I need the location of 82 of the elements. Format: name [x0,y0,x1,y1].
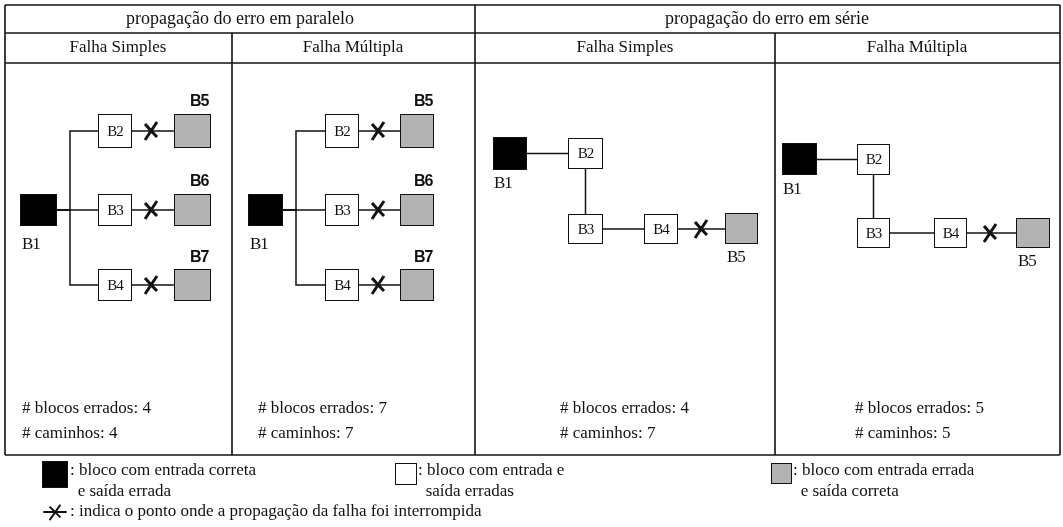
connector [584,168,587,215]
block [98,114,132,148]
connector [131,209,175,211]
block-label: B1 [250,234,268,254]
block-label: B2 [865,151,882,168]
stat-text: # blocos errados: 4 [22,398,151,418]
connector [889,232,935,234]
legend-text: : bloco com entrada errada e saída correta [793,459,976,501]
column-header: Falha Múltipla [866,37,968,57]
stat-text: # blocos errados: 4 [560,398,689,418]
block [568,138,603,169]
stat-text: # caminhos: 7 [560,423,656,443]
stat-text: # blocos errados: 7 [258,398,387,418]
block-label: B4 [653,220,669,238]
connector [677,228,726,230]
legend-text: : bloco com entrada e saída erradas [418,459,566,501]
block [644,214,678,244]
connector [358,130,401,132]
block-label: B1 [494,173,512,193]
connector [282,209,326,286]
column-header: Falha Simples [576,37,674,57]
connector [602,228,645,230]
block [20,194,57,226]
block [857,144,890,175]
column-header: Falha Múltipla [302,37,404,57]
stat-text: # blocos errados: 5 [855,398,984,418]
block [248,194,283,226]
block-label: B4 [107,276,123,294]
block-label: B5 [727,247,745,267]
block-label: B6 [190,172,209,190]
table-header: propagação do erro em série [665,8,869,29]
block-label: B7 [190,248,209,266]
block-label: B2 [107,122,123,140]
legend-text: : bloco com entrada correta e saída errada [70,459,257,501]
block [782,143,817,175]
block-label: B5 [414,92,433,110]
block-label: B3 [577,220,594,238]
block-label: B1 [783,179,801,199]
block [174,114,211,148]
connector [358,209,401,211]
connector [131,130,175,132]
connector [56,209,99,286]
table-header: propagação do erro em paralelo [126,8,354,29]
block [1016,218,1050,248]
block-label: B4 [334,276,350,294]
block [325,269,359,301]
block [857,218,890,248]
column-header: Falha Simples [69,37,167,57]
block-label: B3 [334,201,350,219]
block [325,194,359,226]
connector [526,152,569,155]
connector [358,284,401,286]
block [98,194,132,226]
legend-text: : indica o ponto onde a propagação da falha foi interrompida [70,500,483,521]
block-label: B4 [942,224,959,242]
block [174,194,211,226]
block [98,269,132,301]
block-label: B2 [334,122,350,140]
block [325,114,359,148]
block-label: B7 [414,248,433,266]
block [400,269,434,301]
stat-text: # caminhos: 7 [258,423,354,443]
stat-text: # caminhos: 5 [855,423,951,443]
block-label: B6 [414,172,433,190]
block [725,213,758,244]
connector [816,158,858,161]
block-label: B3 [865,224,882,242]
block-label: B1 [22,234,40,254]
block [568,214,603,244]
block [400,114,434,148]
block-label: B5 [1018,251,1036,271]
block-label: B5 [190,92,209,110]
connector [131,284,175,286]
block [174,269,211,301]
block [493,137,527,170]
block [400,194,434,226]
connector [966,232,1017,234]
block [934,218,967,248]
connector [872,174,875,219]
stat-text: # caminhos: 4 [22,423,118,443]
block-label: B3 [107,201,123,219]
block-label: B2 [577,145,594,162]
